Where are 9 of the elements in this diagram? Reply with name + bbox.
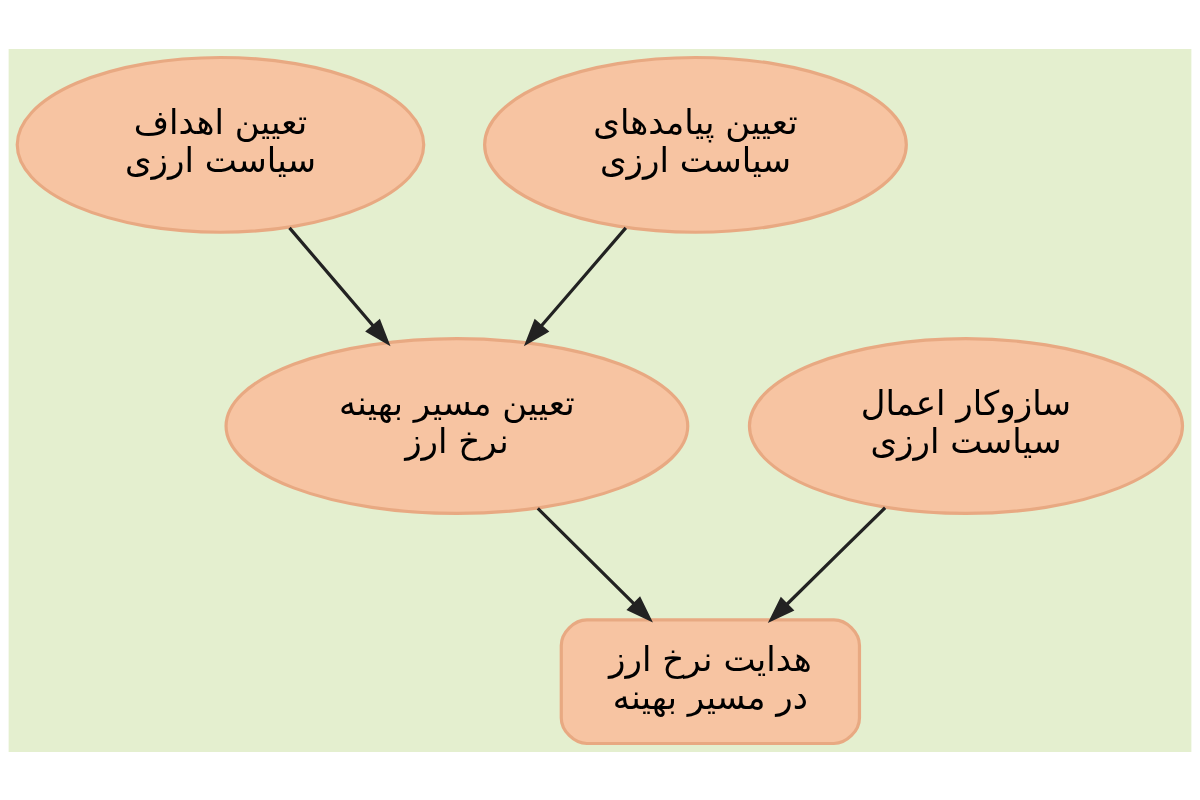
arrow: [767, 506, 887, 623]
node-ellipse: تعیین مسیر بهینه نرخ ارز: [224, 336, 690, 515]
arrow: [523, 226, 628, 346]
node-ellipse: تعیین پیامدهای سیاست ارزی: [483, 55, 908, 234]
arrow: [536, 506, 653, 623]
arrow: [288, 226, 391, 346]
node-ellipse: سازوکار اعمال سیاست ارزی: [747, 336, 1185, 515]
node-ellipse: تعیین اهداف سیاست ارزی: [15, 55, 426, 234]
node-box: هدایت نرخ ارز در مسیر بهینه: [559, 617, 862, 745]
